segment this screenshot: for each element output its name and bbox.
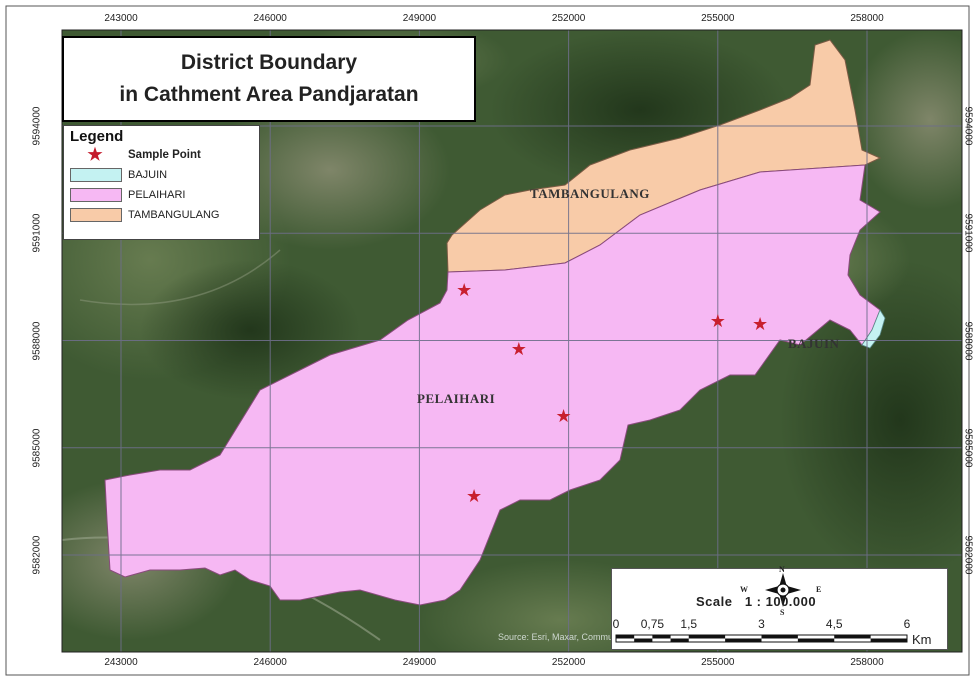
scale-tick-label: 0,75: [640, 617, 665, 631]
x-tick-label-bottom: 243000: [104, 657, 138, 668]
x-tick-label-bottom: 246000: [253, 657, 287, 668]
scale-bar-segment: [634, 638, 653, 642]
label-bajuin: BAJUIN: [788, 336, 840, 351]
map-border: [61, 29, 963, 653]
sample-point-star-icon[interactable]: ★: [466, 486, 483, 506]
legend-row-bajuin: BAJUIN: [70, 165, 253, 185]
label-pelaihari: PELAIHARI: [417, 391, 496, 406]
y-tick-label-right: 9585000: [962, 428, 974, 468]
compass-icon: [765, 573, 801, 607]
sample-point-star-icon[interactable]: ★: [510, 339, 527, 360]
legend-sample-row: ★ Sample Point: [70, 145, 253, 165]
sample-point-star-icon[interactable]: ★: [709, 310, 726, 331]
x-tick-label-top: 258000: [850, 13, 884, 24]
swatch-tambangulang: [70, 208, 122, 222]
scale-bar: [615, 634, 908, 643]
scale-bar-segment: [688, 635, 726, 639]
compass-s: S: [780, 608, 785, 617]
scale-bar-segment: [670, 638, 689, 642]
star-icon: ★: [87, 145, 103, 164]
scale-tick-label: 0: [612, 617, 620, 631]
legend-label-bajuin: BAJUIN: [128, 169, 168, 181]
x-tick-label-bottom: 258000: [850, 657, 884, 668]
x-tick-label-top: 249000: [402, 13, 437, 24]
legend-label-pelaihari: PELAIHARI: [128, 189, 186, 201]
scale-tick-label: 1,5: [680, 617, 698, 631]
scale-bar-segment: [652, 635, 671, 639]
y-tick-label-right: 9582000: [962, 535, 974, 575]
legend-label-tambangulang: TAMBANGULANG: [128, 209, 220, 221]
x-tick-label-top: 246000: [253, 13, 287, 24]
scale-tick-label: 4,5: [825, 617, 843, 631]
legend: Legend ★ Sample Point BAJUIN PELAIHARI T…: [63, 125, 260, 240]
title-line-1: District Boundary: [180, 51, 358, 74]
y-tick-label-right: 9591000: [962, 213, 974, 253]
scale-bar-segment: [616, 635, 635, 639]
x-tick-label-bottom: 249000: [402, 657, 437, 668]
sample-point-star-icon[interactable]: ★: [555, 405, 572, 426]
title-line-2: in Cathment Area Pandjaratan: [119, 83, 419, 106]
scale-ratio-text: Scale 1 : 100.000: [696, 594, 816, 609]
title-box: District Boundary in Cathment Area Pandj…: [62, 36, 476, 122]
compass-e: E: [816, 585, 822, 594]
scale-unit: Km: [912, 632, 932, 647]
x-tick-label-bottom: 255000: [701, 657, 735, 668]
y-tick-label-left: 9588000: [31, 321, 43, 360]
imagery-credit: Source: Esri, Maxar, Community: [498, 632, 628, 642]
x-tick-label-top: 255000: [701, 13, 735, 24]
scale-bar-segment: [834, 635, 871, 639]
pelaihari-area: [104, 164, 881, 606]
legend-sample-label: Sample Point: [128, 149, 201, 161]
scale-label: Scale: [696, 594, 733, 609]
compass-w: W: [740, 585, 748, 594]
scale-tick-label: 6: [903, 617, 911, 631]
scale-ratio: 1 : 100.000: [744, 594, 817, 609]
swatch-pelaihari: [70, 188, 122, 202]
x-tick-label-top: 252000: [551, 13, 586, 24]
y-tick-label-left: 9582000: [31, 535, 43, 575]
scale-bar-segment: [725, 638, 762, 642]
label-tambangulang: TAMBANGULANG: [530, 186, 650, 201]
y-tick-label-right: 9588000: [962, 321, 974, 360]
y-tick-label-right: 9594000: [962, 106, 974, 146]
y-tick-label-left: 9591000: [31, 213, 43, 253]
legend-row-tambangulang: TAMBANGULANG: [70, 205, 253, 225]
y-tick-label-left: 9585000: [31, 428, 43, 468]
compass-n: N: [779, 565, 785, 574]
scale-bar-segment: [761, 635, 798, 639]
scale-bar-segment: [870, 638, 907, 642]
x-tick-label-top: 243000: [104, 13, 138, 24]
sample-point-star-icon[interactable]: ★: [456, 280, 473, 301]
x-tick-label-bottom: 252000: [551, 657, 586, 668]
scale-bar-segment: [797, 638, 835, 642]
scale-tick-label: 3: [758, 617, 765, 631]
y-tick-label-left: 9594000: [31, 106, 43, 146]
legend-title: Legend: [70, 128, 124, 145]
bajuin-area: [861, 309, 886, 349]
swatch-bajuin: [70, 168, 122, 182]
sample-point-star-icon[interactable]: ★: [751, 314, 769, 335]
legend-row-pelaihari: PELAIHARI: [70, 185, 253, 205]
